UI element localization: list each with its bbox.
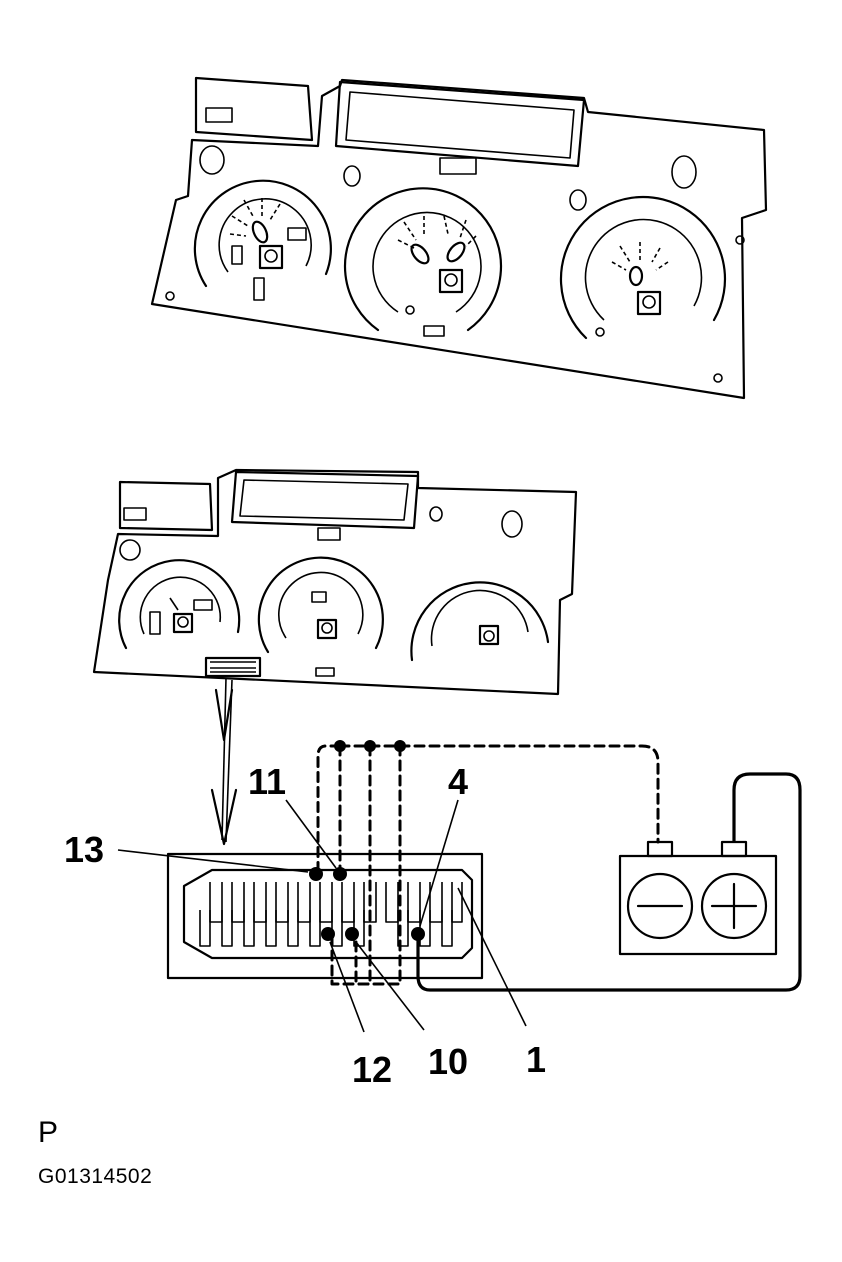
board-connector bbox=[204, 656, 262, 678]
positive-solid-wire bbox=[416, 772, 802, 992]
down-arrow-icon bbox=[210, 677, 238, 846]
terminal-13-label: 13 bbox=[64, 829, 104, 870]
view-letter: P bbox=[38, 1116, 59, 1149]
terminal-12-label: 12 bbox=[352, 1049, 392, 1090]
terminal-11-label: 11 bbox=[248, 761, 286, 802]
figure-code: G01314502 bbox=[38, 1165, 153, 1188]
upper-instrument-cluster bbox=[150, 76, 768, 400]
terminal-4-label: 4 bbox=[448, 761, 468, 802]
negative-dashed-wire bbox=[316, 740, 660, 986]
leader-lines bbox=[117, 799, 527, 1033]
lower-instrument-cluster bbox=[92, 468, 578, 696]
plus-symbol-icon bbox=[700, 872, 768, 940]
terminal-points bbox=[309, 867, 425, 941]
connector-enlarged bbox=[166, 852, 484, 980]
battery bbox=[618, 840, 778, 956]
terminal-1-label: 1 bbox=[526, 1039, 546, 1080]
terminal-10-label: 10 bbox=[428, 1041, 468, 1082]
minus-symbol-icon bbox=[626, 872, 694, 940]
